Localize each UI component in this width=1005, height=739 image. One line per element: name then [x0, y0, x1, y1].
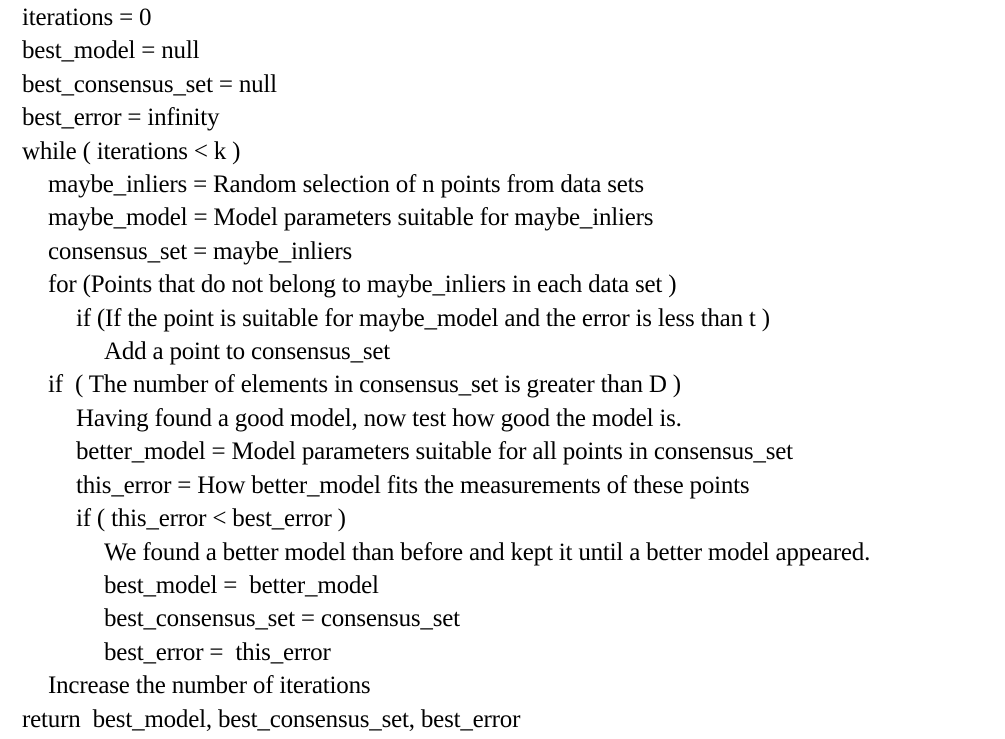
pseudocode-line: Increase the number of iterations	[48, 672, 371, 700]
pseudocode-line: iterations = 0	[22, 4, 152, 31]
pseudocode-line: Add a point to consensus_set	[104, 338, 391, 366]
pseudocode-line: best_model = better_model	[104, 571, 379, 599]
pseudocode-line: Having found a good model, now test how …	[76, 404, 682, 432]
pseudocode-line: We found a better model than before and …	[104, 538, 871, 566]
pseudocode-line: while ( iterations < k )	[22, 137, 241, 165]
pseudocode-line: best_error = this_error	[104, 638, 331, 666]
pseudocode-line: consensus_set = maybe_inliers	[48, 237, 353, 265]
pseudocode-line: maybe_model = Model parameters suitable …	[48, 204, 654, 232]
pseudocode-line: for (Points that do not belong to maybe_…	[48, 271, 677, 299]
pseudocode-line: maybe_inliers = Random selection of n po…	[48, 171, 644, 199]
pseudocode-line: if ( The number of elements in consensus…	[48, 371, 681, 399]
pseudocode-line: if ( this_error < best_error )	[76, 505, 346, 533]
pseudocode-line: better_model = Model parameters suitable…	[76, 438, 793, 466]
pseudocode-line: this_error = How better_model fits the m…	[76, 471, 750, 499]
pseudocode-line: best_error = infinity	[22, 104, 220, 132]
pseudocode-line: if (If the point is suitable for maybe_m…	[76, 304, 770, 332]
pseudocode-line: best_consensus_set = consensus_set	[104, 605, 460, 633]
pseudocode-line: best_model = null	[22, 37, 200, 65]
pseudocode-line: best_consensus_set = null	[22, 70, 277, 98]
pseudocode-line: return best_model, best_consensus_set, b…	[22, 705, 521, 733]
